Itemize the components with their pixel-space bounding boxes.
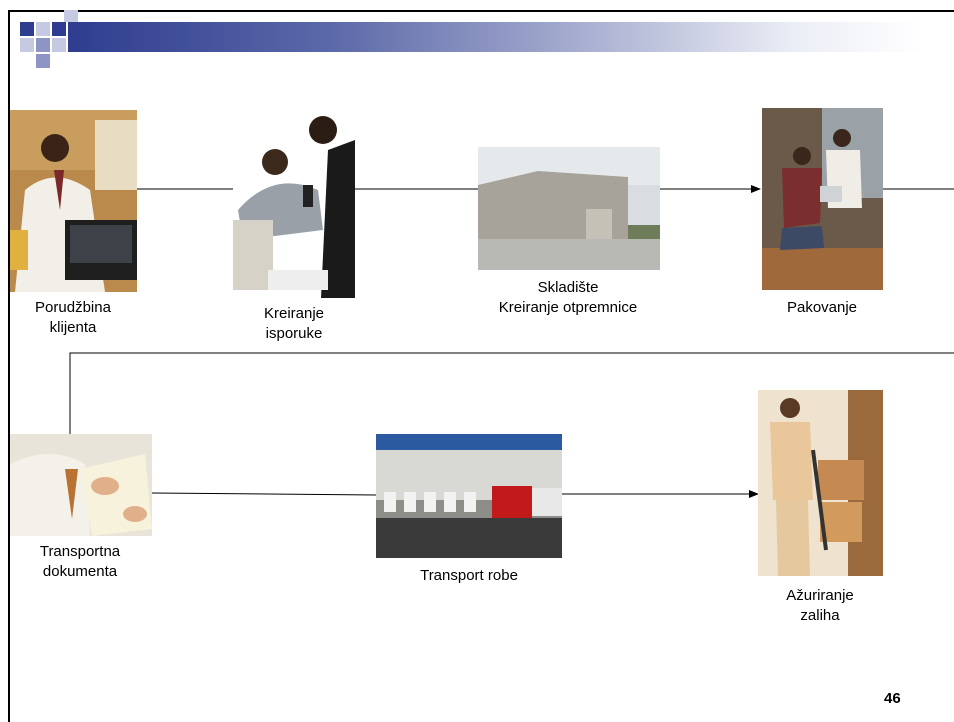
step-label-line: Skladište <box>537 279 599 296</box>
step-label-line: Kreiranje <box>263 305 325 322</box>
connector-line <box>151 492 377 496</box>
step-label-pakovanje: Pakovanje <box>787 298 857 318</box>
step-label-line: Porudžbina <box>35 299 111 316</box>
businessman-at-laptop-photo <box>10 110 137 292</box>
connector-line <box>69 352 954 434</box>
packing-workers-photo <box>762 108 883 290</box>
warehouse-building-photo <box>478 147 660 270</box>
office-workers-on-phone-photo <box>233 110 355 298</box>
step-label-line: dokumenta <box>42 563 118 580</box>
step-label-porudzbina: Porudžbina klijenta <box>35 298 111 338</box>
step-label-line: Transportna <box>39 543 121 560</box>
deco-square <box>20 38 34 52</box>
deco-square <box>36 22 50 36</box>
step-label-line: Transport robe <box>420 567 518 584</box>
deco-square <box>52 22 66 36</box>
page-number: 46 <box>884 690 901 707</box>
step-label-kreiranje-isporuke: Kreiranje isporuke <box>264 304 324 344</box>
deco-square <box>52 38 66 52</box>
step-label-azuriranje-zaliha: Ažuriranje zaliha <box>786 586 854 626</box>
step-label-line: isporuke <box>265 325 323 342</box>
deco-square <box>36 38 50 52</box>
trucks-at-loading-dock-photo <box>376 434 562 558</box>
step-label-line: zaliha <box>800 607 840 624</box>
step-label-line: Pakovanje <box>786 299 858 316</box>
worker-with-hand-truck-photo <box>758 390 883 576</box>
header-gradient-bar <box>68 22 924 52</box>
deco-square <box>64 10 78 22</box>
slide-frame <box>8 10 954 722</box>
step-label-transport-robe: Transport robe <box>420 566 518 586</box>
step-label-line: Kreiranje otpremnice <box>498 299 638 316</box>
man-writing-documents-photo <box>10 434 152 536</box>
step-label-line: klijenta <box>49 319 97 336</box>
deco-square <box>20 22 34 36</box>
step-label-transportna-dokumenta: Transportna dokumenta <box>40 542 120 582</box>
step-label-line: Ažuriranje <box>786 587 854 604</box>
deco-square <box>36 54 50 68</box>
step-label-skladiste: Skladište Kreiranje otpremnice <box>499 278 637 318</box>
